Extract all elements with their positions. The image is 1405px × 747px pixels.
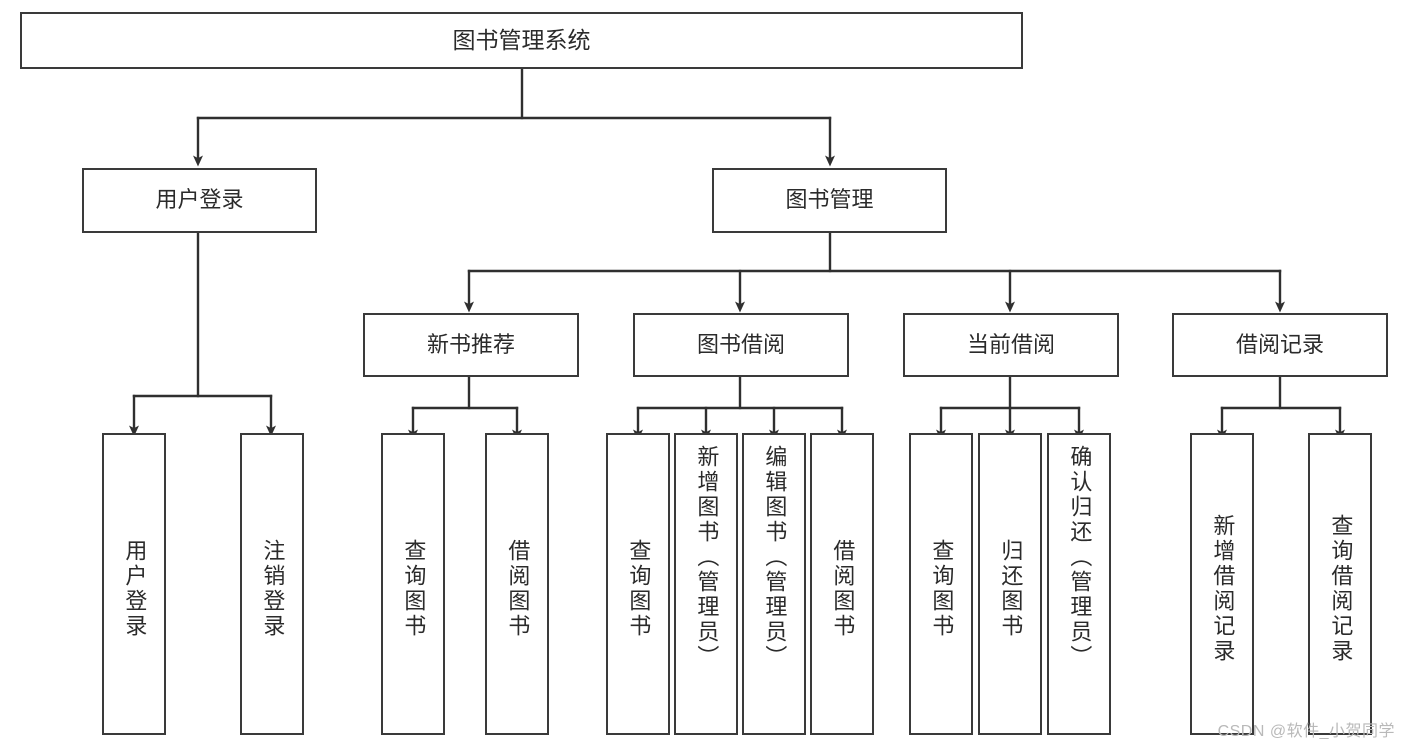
leaf-current-borrow-query[interactable]: 查询图书	[909, 433, 973, 735]
csdn-watermark: CSDN @软件_小贺同学	[1217, 723, 1395, 740]
leaf-borrow-record-add[interactable]: 新增借阅记录	[1190, 433, 1254, 735]
leaf-label: 归还图书	[998, 539, 1024, 639]
leaf-current-borrow-confirm[interactable]: 确认归还（管理员）	[1047, 433, 1111, 735]
node-borrow-record[interactable]: 借阅记录	[1172, 313, 1388, 377]
leaf-label: 查询图书	[929, 539, 955, 639]
leaf-label: 确认归还（管理员）	[1067, 445, 1093, 670]
node-root-system[interactable]: 图书管理系统	[20, 12, 1023, 69]
leaf-user-login-logout[interactable]: 注销登录	[240, 433, 304, 735]
leaf-label: 查询图书	[626, 539, 652, 639]
leaf-label: 新增借阅记录	[1210, 514, 1236, 664]
leaf-current-borrow-return[interactable]: 归还图书	[978, 433, 1042, 735]
node-current-borrow[interactable]: 当前借阅	[903, 313, 1119, 377]
leaf-borrow-record-query[interactable]: 查询借阅记录	[1308, 433, 1372, 735]
leaf-book-borrow-edit[interactable]: 编辑图书（管理员）	[742, 433, 806, 735]
leaf-new-book-borrow[interactable]: 借阅图书	[485, 433, 549, 735]
leaf-user-login-login[interactable]: 用户登录	[102, 433, 166, 735]
leaf-label: 借阅图书	[505, 539, 531, 639]
leaf-new-book-query[interactable]: 查询图书	[381, 433, 445, 735]
leaf-book-borrow-query[interactable]: 查询图书	[606, 433, 670, 735]
leaf-label: 查询图书	[401, 539, 427, 639]
node-book-management[interactable]: 图书管理	[712, 168, 947, 233]
node-new-book-recommend[interactable]: 新书推荐	[363, 313, 579, 377]
leaf-label: 借阅图书	[830, 539, 856, 639]
node-book-borrow[interactable]: 图书借阅	[633, 313, 849, 377]
leaf-label: 注销登录	[260, 539, 286, 639]
leaf-label: 编辑图书（管理员）	[762, 445, 788, 670]
leaf-label: 用户登录	[122, 539, 148, 639]
leaf-label: 新增图书（管理员）	[694, 445, 720, 670]
leaf-book-borrow-borrow[interactable]: 借阅图书	[810, 433, 874, 735]
leaf-book-borrow-add[interactable]: 新增图书（管理员）	[674, 433, 738, 735]
node-user-login[interactable]: 用户登录	[82, 168, 317, 233]
leaf-label: 查询借阅记录	[1328, 514, 1354, 664]
